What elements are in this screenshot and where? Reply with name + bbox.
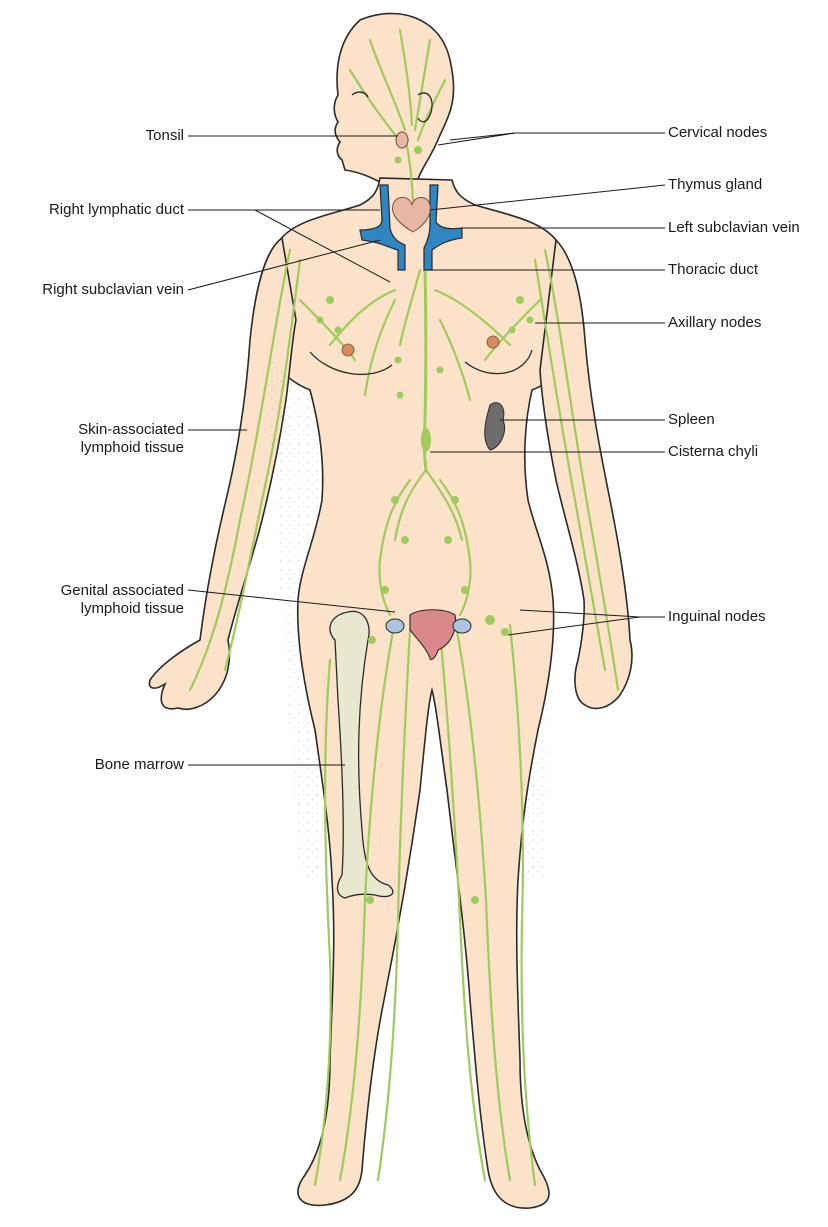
label-right-lymphatic-duct: Right lymphatic duct [0,201,184,219]
label-thoracic-duct: Thoracic duct [668,261,758,279]
label-right-subclavian-vein: Right subclavian vein [0,281,184,299]
body-silhouette [149,13,632,1208]
left-nipple [487,336,499,348]
label-spleen: Spleen [668,411,715,429]
tonsil-organ [396,132,408,148]
label-inguinal-nodes: Inguinal nodes [668,608,766,626]
label-cisterna-chyli: Cisterna chyli [668,443,758,461]
right-nipple [342,344,354,356]
label-thymus-gland: Thymus gland [668,176,762,194]
label-genital-associated-line1: Genital associated [0,582,184,600]
torso-and-legs [262,178,573,1208]
left-ovary [453,619,471,633]
label-genital-associated-line2: lymphoid tissue [0,600,184,618]
right-ovary [386,619,404,633]
label-left-subclavian-vein: Left subclavian vein [668,219,800,237]
label-skin-associated-line1: Skin-associated [0,421,184,439]
label-cervical-nodes: Cervical nodes [668,124,767,142]
label-tonsil: Tonsil [0,127,184,145]
label-bone-marrow: Bone marrow [0,756,184,774]
label-skin-associated-line2: lymphoid tissue [0,439,184,457]
label-axillary-nodes: Axillary nodes [668,314,761,332]
